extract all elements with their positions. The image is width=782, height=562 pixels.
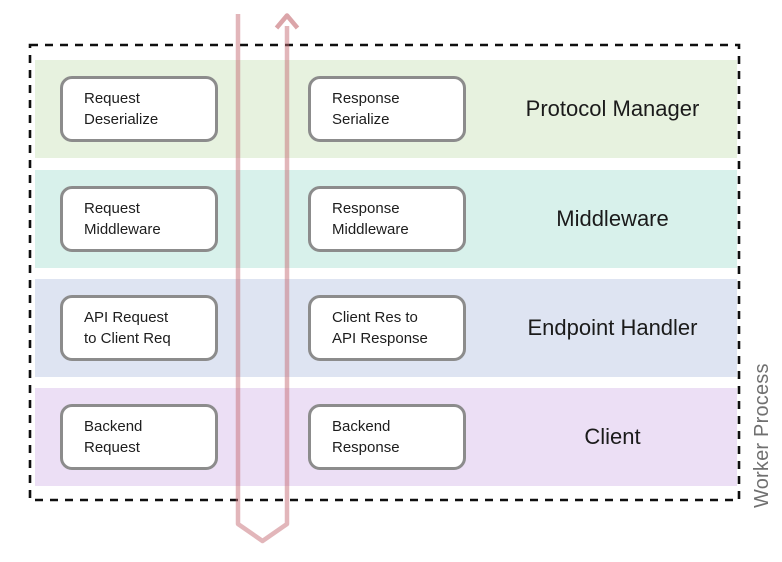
box-backend-request: Backend Request — [60, 404, 218, 470]
box-label-line: Client Res to — [332, 309, 418, 326]
box-label-line: Serialize — [332, 111, 390, 128]
box-response-serialize: Response Serialize — [308, 76, 466, 142]
box-label-line: to Client Req — [84, 330, 171, 347]
box-label-line: Backend — [332, 418, 391, 435]
layer-label-middleware: Middleware — [556, 206, 669, 231]
box-label-line: Response — [332, 439, 400, 456]
box-label-line: Middleware — [84, 221, 161, 238]
up-arrowhead-icon — [274, 13, 300, 30]
box-label-line: Request — [84, 90, 140, 107]
box-label-line: Response — [332, 90, 400, 107]
layer-label-protocol-manager: Protocol Manager — [525, 96, 700, 121]
layer-label-endpoint-handler: Endpoint Handler — [527, 315, 698, 340]
layer-band-endpoint-handler: API Request to Client Req Client Res to … — [35, 279, 737, 377]
worker-process-side-label: Worker Process — [751, 363, 773, 508]
layer-band-protocol-manager: Request Deserialize Response Serialize P… — [35, 60, 737, 158]
box-label-line: Backend — [84, 418, 143, 435]
box-request-middleware: Request Middleware — [60, 186, 218, 252]
layer-label-client: Client — [584, 424, 641, 449]
box-label-line: API Response — [332, 330, 428, 347]
layer-band-middleware: Request Middleware Response Middleware M… — [35, 170, 737, 268]
box-label-line: Request — [84, 439, 140, 456]
box-client-res-to-api-response: Client Res to API Response — [308, 295, 466, 361]
box-backend-response: Backend Response — [308, 404, 466, 470]
box-response-middleware: Response Middleware — [308, 186, 466, 252]
layer-band-client: Backend Request Backend Response Client — [35, 388, 737, 486]
box-api-request-to-client-req: API Request to Client Req — [60, 295, 218, 361]
box-label-line: Request — [84, 200, 140, 217]
box-label-line: Deserialize — [84, 111, 159, 128]
box-label-line: Response — [332, 200, 400, 217]
box-label-line: API Request — [84, 309, 169, 326]
box-request-deserialize: Request Deserialize — [60, 76, 218, 142]
box-label-line: Middleware — [332, 221, 409, 238]
